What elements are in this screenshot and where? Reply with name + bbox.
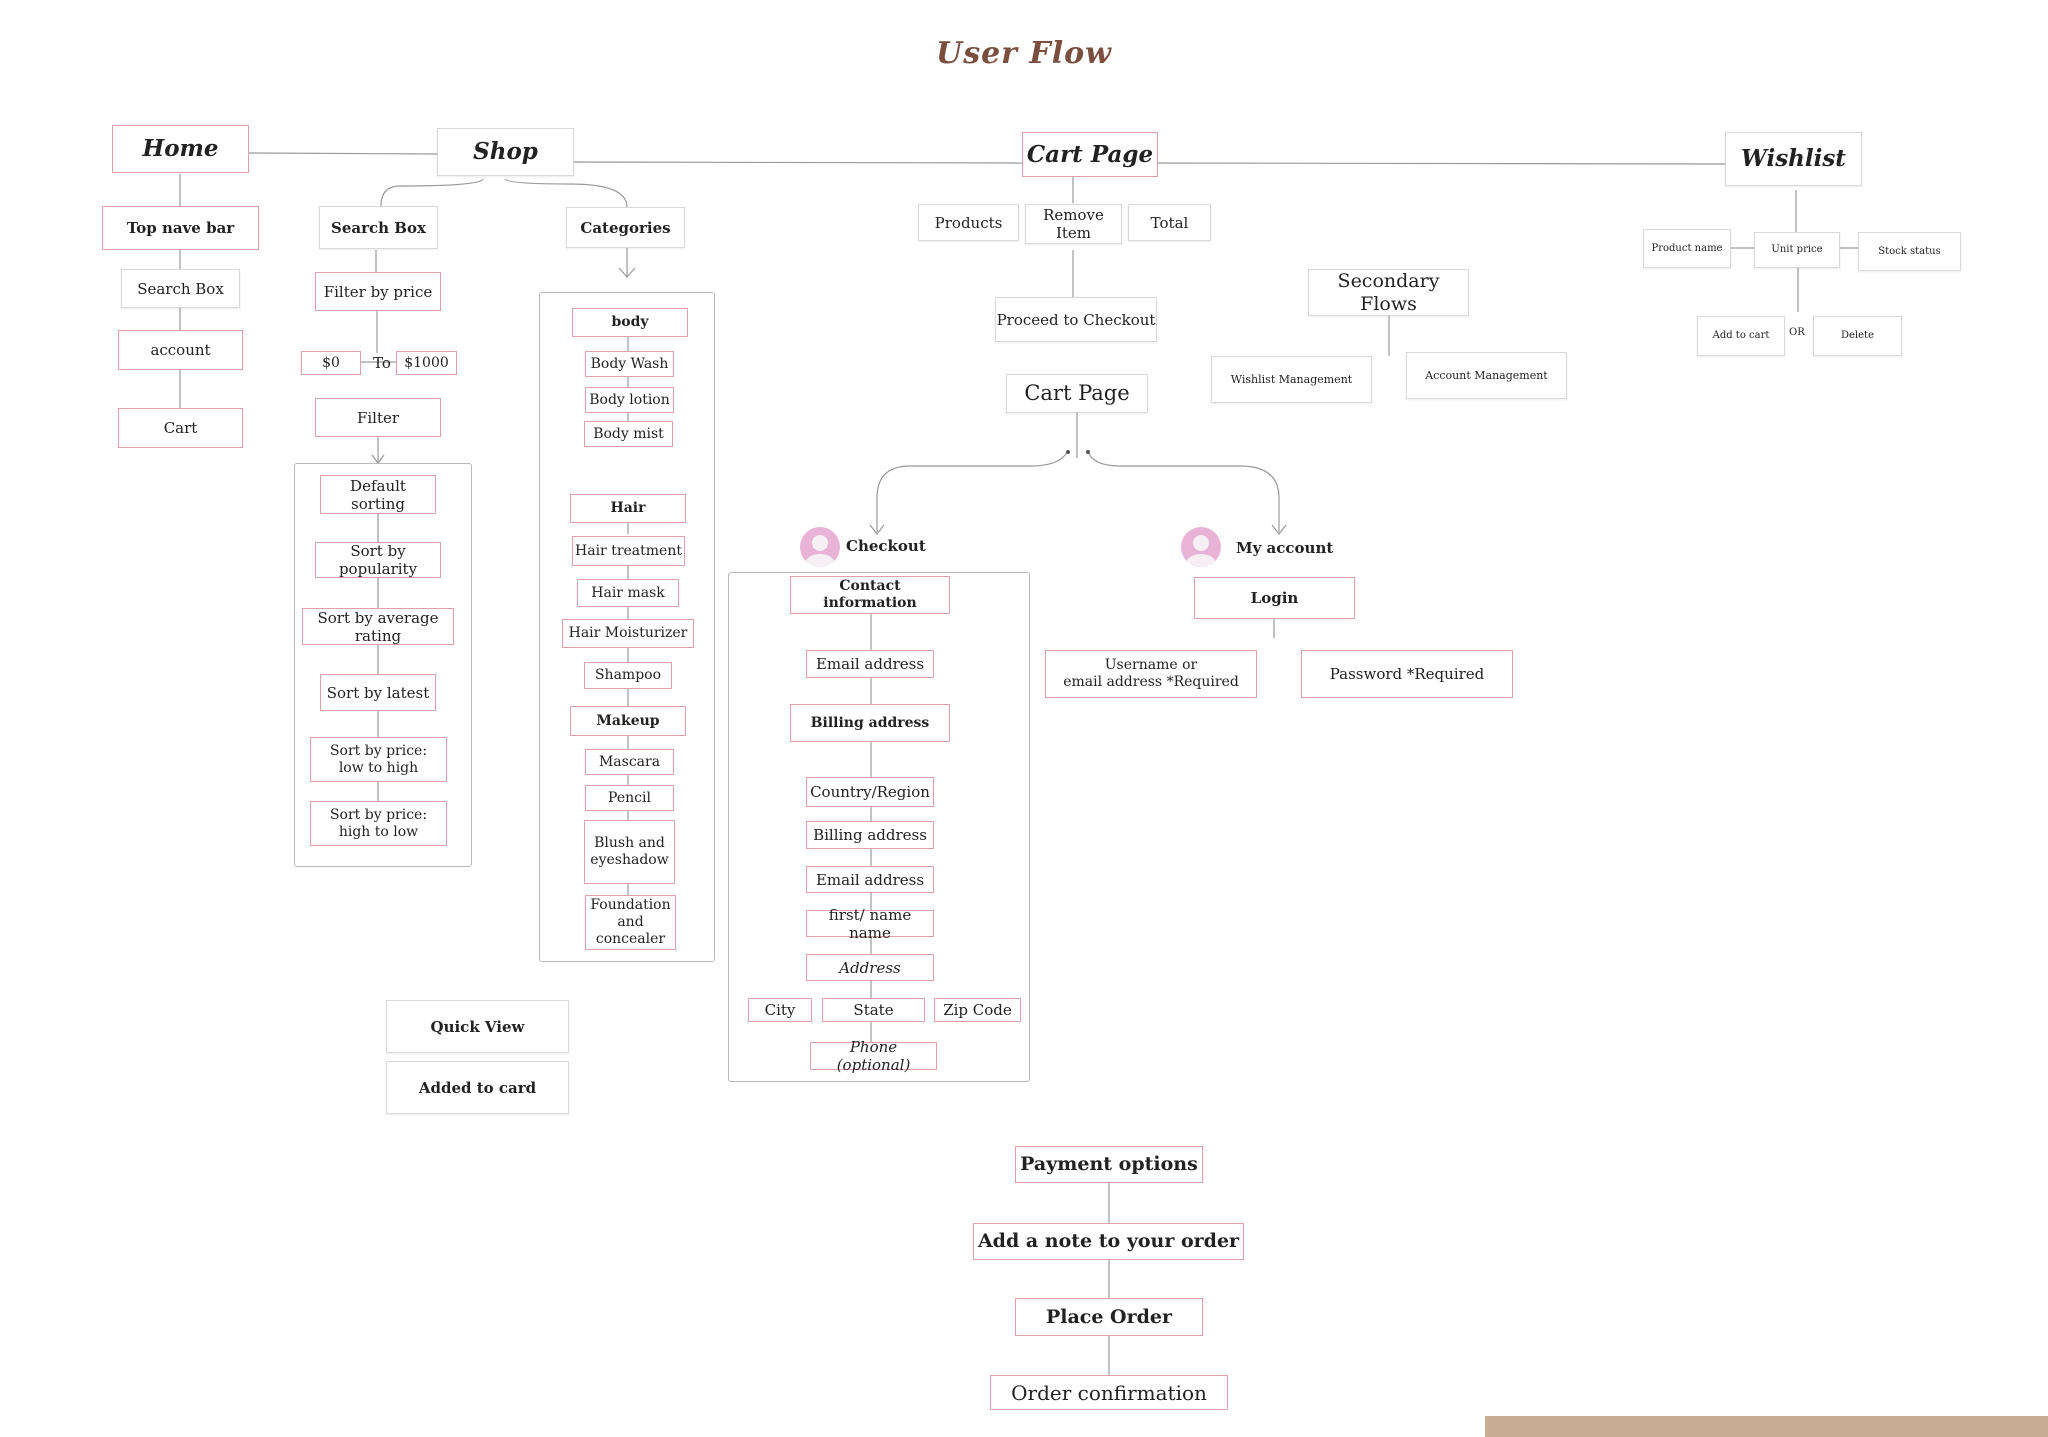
- home-search-box-node[interactable]: Search Box: [121, 269, 240, 308]
- add-note-node[interactable]: Add a note to your order: [973, 1223, 1244, 1260]
- order-confirmation-node[interactable]: Order confirmation: [990, 1375, 1228, 1410]
- shampoo-item[interactable]: Shampoo: [584, 662, 672, 689]
- email-address-node[interactable]: Email address: [806, 650, 934, 678]
- checkout-label: Checkout: [846, 537, 926, 555]
- sort-price-high-low[interactable]: Sort by price: high to low: [310, 801, 447, 846]
- cart-page-sub-node[interactable]: Cart Page: [1006, 374, 1148, 413]
- phone-node[interactable]: Phone (optional): [810, 1038, 937, 1074]
- stock-status-node[interactable]: Stock status: [1858, 232, 1961, 271]
- pencil-item[interactable]: Pencil: [585, 785, 674, 811]
- shop-search-box-node[interactable]: Search Box: [319, 206, 438, 249]
- unit-price-node[interactable]: Unit price: [1754, 232, 1840, 268]
- sort-popularity[interactable]: Sort by popularity: [315, 542, 441, 578]
- page-title: User Flow: [936, 36, 1112, 71]
- category-makeup[interactable]: Makeup: [570, 706, 686, 736]
- payment-options-node[interactable]: Payment options: [1015, 1146, 1203, 1183]
- username-node[interactable]: Username or email address *Required: [1045, 650, 1257, 698]
- state-node[interactable]: State: [822, 998, 925, 1022]
- cart-page-node[interactable]: Cart Page: [1022, 132, 1158, 177]
- contact-information-node[interactable]: Contact information: [790, 576, 950, 614]
- total-node[interactable]: Total: [1128, 204, 1211, 241]
- hair-moisturizer-item[interactable]: Hair Moisturizer: [562, 619, 694, 648]
- top-nav-bar-node[interactable]: Top nave bar: [102, 206, 259, 250]
- sort-average-rating[interactable]: Sort by average rating: [302, 608, 454, 645]
- hair-mask-item[interactable]: Hair mask: [577, 579, 679, 607]
- sort-price-low-high[interactable]: Sort by price: low to high: [310, 737, 447, 782]
- category-hair[interactable]: Hair: [570, 494, 686, 523]
- home-node[interactable]: Home: [112, 125, 249, 173]
- login-node[interactable]: Login: [1194, 577, 1355, 619]
- product-name-node[interactable]: Product name: [1643, 229, 1731, 268]
- checkout-panel: [728, 572, 1030, 1082]
- shop-node[interactable]: Shop: [437, 128, 574, 176]
- foundation-concealer-item[interactable]: Foundation and concealer: [585, 895, 676, 950]
- add-to-cart-node[interactable]: Add to cart: [1697, 316, 1785, 356]
- price-min-node[interactable]: $0: [301, 351, 361, 375]
- blush-eyeshadow-item[interactable]: Blush and eyeshadow: [584, 820, 675, 884]
- sorting-panel: [294, 463, 472, 867]
- secondary-flows-node[interactable]: Secondary Flows: [1308, 269, 1469, 316]
- account-management-node[interactable]: Account Management: [1406, 352, 1567, 399]
- mascara-item[interactable]: Mascara: [585, 749, 674, 775]
- checkout-avatar-icon: [800, 527, 840, 567]
- account-node[interactable]: account: [118, 330, 243, 370]
- proceed-to-checkout-node[interactable]: Proceed to Checkout: [995, 297, 1157, 342]
- body-mist-item[interactable]: Body mist: [584, 421, 673, 447]
- cart-node[interactable]: Cart: [118, 408, 243, 448]
- my-account-label: My account: [1236, 539, 1334, 557]
- sort-default[interactable]: Default sorting: [320, 475, 436, 514]
- or-label: OR: [1789, 327, 1805, 338]
- price-to-label: To: [373, 354, 391, 372]
- categories-node[interactable]: Categories: [566, 207, 685, 248]
- filter-node[interactable]: Filter: [315, 398, 441, 437]
- zip-code-node[interactable]: Zip Code: [934, 998, 1021, 1022]
- delete-node[interactable]: Delete: [1813, 316, 1902, 356]
- hair-treatment-item[interactable]: Hair treatment: [572, 536, 685, 566]
- filter-by-price-node[interactable]: Filter by price: [315, 272, 441, 311]
- products-node[interactable]: Products: [918, 204, 1019, 241]
- first-name-node[interactable]: first/ name name: [806, 906, 934, 942]
- billing-address-header-node[interactable]: Billing address: [790, 704, 950, 742]
- footer-band: [1485, 1416, 2048, 1437]
- password-node[interactable]: Password *Required: [1301, 650, 1513, 698]
- city-node[interactable]: City: [748, 998, 812, 1022]
- country-region-node[interactable]: Country/Region: [806, 777, 934, 807]
- account-avatar-icon: [1181, 527, 1221, 567]
- category-body[interactable]: body: [572, 308, 688, 337]
- billing-address-node[interactable]: Billing address: [806, 821, 934, 849]
- body-wash-item[interactable]: Body Wash: [585, 351, 674, 377]
- email-address-2-node[interactable]: Email address: [806, 866, 934, 893]
- sort-latest[interactable]: Sort by latest: [320, 674, 436, 711]
- price-max-node[interactable]: $1000: [396, 351, 457, 375]
- remove-item-node[interactable]: Remove Item: [1025, 204, 1122, 244]
- wishlist-node[interactable]: Wishlist: [1725, 132, 1862, 186]
- categories-panel: [539, 292, 715, 962]
- place-order-node[interactable]: Place Order: [1015, 1298, 1203, 1336]
- quick-view-node[interactable]: Quick View: [386, 1000, 569, 1053]
- added-to-card-node[interactable]: Added to card: [386, 1061, 569, 1114]
- wishlist-management-node[interactable]: Wishlist Management: [1211, 356, 1372, 403]
- address-node[interactable]: Address: [806, 954, 934, 981]
- body-lotion-item[interactable]: Body lotion: [585, 387, 674, 413]
